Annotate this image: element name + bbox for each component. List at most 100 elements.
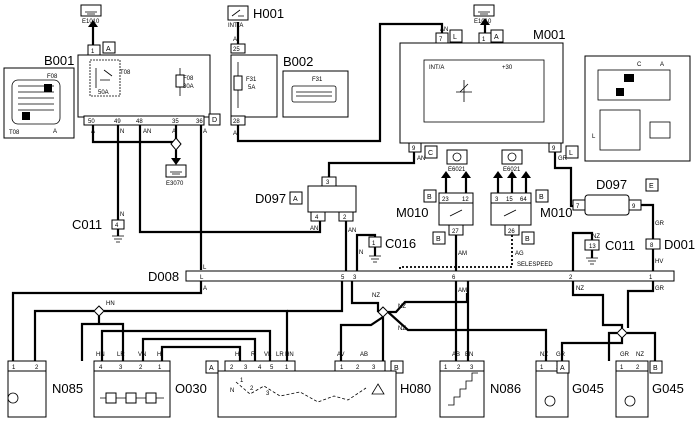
label-b002: B002 [283,54,313,69]
label-c016: C016 [385,236,416,251]
svg-text:1: 1 [372,241,376,247]
svg-text:3: 3 [266,391,270,397]
svg-text:3: 3 [470,365,474,371]
svg-text:12: 12 [462,197,469,203]
svg-text:25: 25 [233,47,240,53]
svg-text:7: 7 [576,204,580,210]
label-g045-left: G045 [572,381,604,396]
svg-text:L: L [203,265,207,271]
svg-text:L: L [453,34,457,41]
label-o030: O030 [175,381,207,396]
fusebox-b001: 1 A B001 50A T08 F08 30A 50 49 48 35 36 … [44,20,221,126]
svg-text:3: 3 [495,197,499,203]
svg-text:N: N [120,129,124,135]
svg-text:NZ: NZ [398,304,406,310]
svg-text:AB: AB [452,352,460,358]
svg-text:26: 26 [508,229,515,235]
ground-e1010-left: E1010 [80,4,102,25]
svg-text:E3070: E3070 [166,181,184,187]
connector-d097-left: 3 4 2 D097 A [255,176,357,222]
svg-text:AB: AB [360,352,368,358]
svg-text:INT/A: INT/A [429,65,444,71]
connector-c011-right: 13 C011 [584,238,635,265]
svg-text:GR: GR [655,286,665,292]
svg-text:NZ: NZ [540,352,548,358]
svg-text:2: 2 [569,275,573,281]
svg-text:A: A [106,46,111,53]
sensor-n086: 1 2 3 N086 [439,360,521,418]
svg-text:E: E [649,183,654,190]
connector-c016: 1 C016 [368,236,416,263]
svg-text:36: 36 [196,119,203,125]
svg-text:5A: 5A [248,85,255,91]
svg-text:13: 13 [589,244,596,250]
svg-text:1: 1 [12,365,16,371]
svg-text:F08: F08 [47,74,58,80]
svg-text:B: B [525,236,530,243]
svg-text:1: 1 [91,49,95,55]
svg-text:1: 1 [340,365,344,371]
svg-text:F31: F31 [312,77,323,83]
svg-text:1: 1 [620,365,624,371]
svg-text:HN: HN [96,352,105,358]
svg-text:3: 3 [353,275,357,281]
svg-text:E1010: E1010 [82,19,100,25]
svg-text:A: A [209,365,214,372]
svg-text:4: 4 [258,365,262,371]
svg-text:30A: 30A [183,84,194,90]
svg-text:2: 2 [35,365,39,371]
svg-text:BN: BN [465,352,473,358]
wire-d097-m001 [327,152,416,177]
connector-d008: D008 L 5 3 6 2 1 [148,269,675,284]
svg-text:GR: GR [556,352,566,358]
label-b001: B001 [44,53,74,68]
svg-text:2: 2 [636,365,640,371]
module-m010-right: E6021 3 15 64 26 B B M010 [490,149,573,245]
svg-text:NZ: NZ [636,352,644,358]
switch-h080: A 2 3 4 5 1 1 2 3 B 1 2 3 N H080 [205,360,431,418]
svg-text:HN: HN [285,352,294,358]
svg-text:AN: AN [417,156,425,162]
svg-text:INT/A: INT/A [228,23,243,29]
svg-text:64: 64 [520,197,527,203]
svg-text:B: B [436,236,441,243]
ground-e3070: E3070 [165,164,187,187]
svg-text:A: A [203,286,207,292]
svg-text:50A: 50A [98,90,109,96]
svg-text:LR: LR [276,352,284,358]
svg-text:A: A [233,37,237,43]
svg-text:T08: T08 [120,70,131,76]
svg-text:AV: AV [337,352,345,358]
svg-text:D: D [212,117,217,124]
label-d001: D001 [664,237,695,252]
svg-text:F31: F31 [246,77,257,83]
svg-text:2: 2 [250,386,254,392]
label-h080: H080 [400,381,431,396]
svg-text:3: 3 [372,365,376,371]
label-g045-right: G045 [652,381,684,396]
svg-text:GR: GR [655,221,665,227]
svg-text:4: 4 [99,365,103,371]
svg-text:N: N [120,212,124,218]
wire-d008-n085-a [11,281,203,361]
wire-b002-m001 [236,22,444,143]
svg-text:49: 49 [114,119,121,125]
module-o030: 4 3 2 1 O030 [93,360,207,418]
svg-text:H: H [235,352,239,358]
svg-text:HN: HN [106,301,115,307]
svg-text:NZ: NZ [592,234,600,240]
label-d008: D008 [148,269,179,284]
svg-text:A: A [293,196,298,203]
svg-text:9: 9 [632,204,636,210]
svg-text:A: A [560,365,565,372]
svg-text:9: 9 [552,146,556,152]
svg-text:23: 23 [442,197,449,203]
svg-text:A: A [203,129,207,135]
svg-text:1: 1 [649,275,653,281]
svg-text:NZ: NZ [576,286,584,292]
svg-text:1: 1 [240,378,244,384]
svg-text:A: A [660,62,664,68]
svg-text:A: A [233,131,237,137]
svg-text:F08: F08 [183,76,194,82]
svg-text:L: L [569,150,573,157]
